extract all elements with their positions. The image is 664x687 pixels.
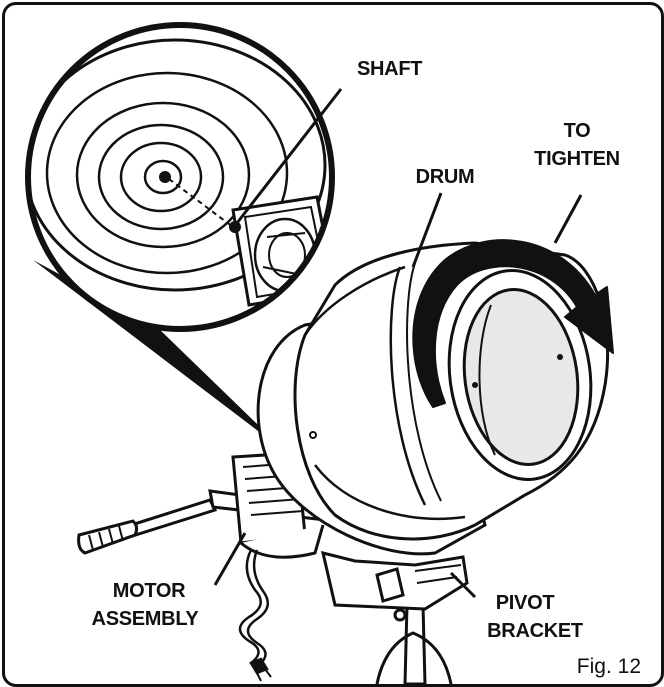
pivot-leader bbox=[449, 571, 477, 599]
shaft-label: SHAFT bbox=[357, 58, 422, 80]
motor-leader bbox=[213, 532, 247, 586]
pivot-bracket-label-line1: PIVOT bbox=[496, 592, 555, 614]
tighten-leader bbox=[553, 194, 583, 244]
to-tighten-label-line2: TIGHTEN bbox=[534, 148, 620, 170]
diagram-canvas: SHAFT TO TIGHTEN DRUM MOTOR ASSEMBLY PIV… bbox=[25, 22, 641, 684]
rotation-arrow-icon bbox=[412, 239, 614, 408]
shaft-leader bbox=[235, 88, 343, 224]
leader-lines bbox=[213, 88, 583, 599]
drum-label: DRUM bbox=[416, 166, 475, 188]
drum-leader bbox=[411, 192, 443, 268]
pivot-bracket-label-line2: BRACKET bbox=[487, 620, 583, 642]
drum bbox=[256, 241, 610, 556]
to-tighten-label-line1: TO bbox=[564, 120, 591, 142]
motor-assembly-label-line1: MOTOR bbox=[113, 580, 186, 602]
power-cord bbox=[238, 549, 272, 682]
pivot-bracket bbox=[320, 550, 469, 622]
zoom-callout-pointer bbox=[33, 260, 287, 453]
shaft-tip bbox=[229, 221, 241, 233]
zoom-detail-circle bbox=[25, 22, 335, 332]
figure-number: Fig. 12 bbox=[577, 655, 641, 678]
stand bbox=[375, 603, 453, 684]
motor-assembly-label-line2: ASSEMBLY bbox=[92, 608, 200, 630]
